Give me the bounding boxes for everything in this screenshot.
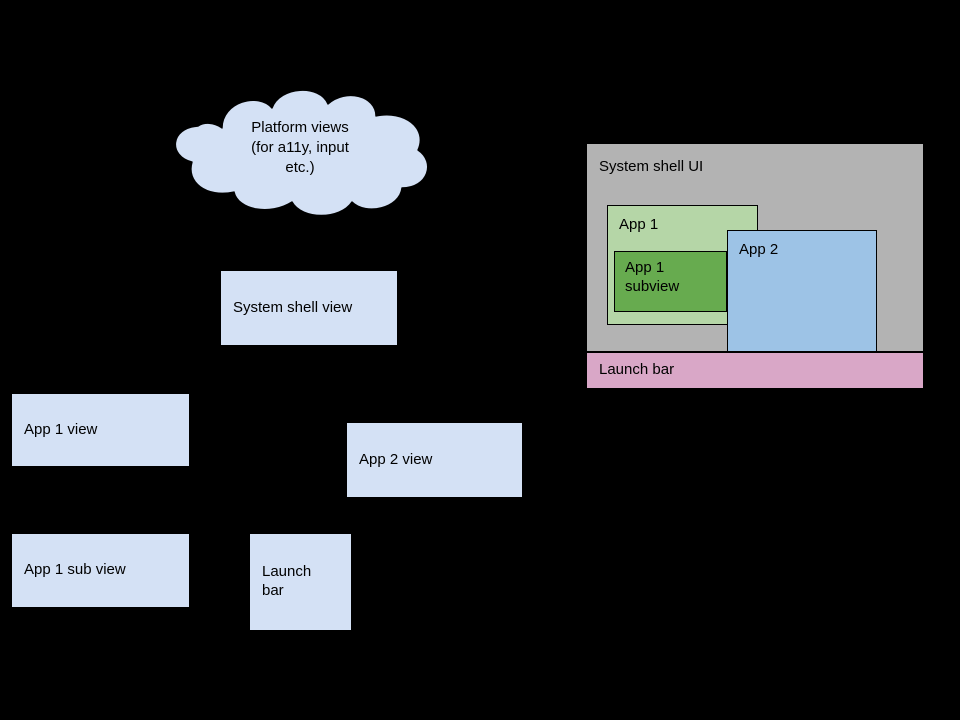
app-1-subview-window[interactable]: App 1 subview [614, 251, 727, 312]
shell-launch-bar-label: Launch bar [599, 361, 675, 379]
launch-bar-view-label: Launch bar [262, 563, 312, 599]
cloud-shape-icon [174, 89, 429, 217]
system-shell-ui-title: System shell UI [599, 158, 704, 175]
app-2-window-label: App 2 [739, 241, 779, 258]
system-shell-view-label: System shell view [233, 298, 353, 316]
system-shell-view-box[interactable]: System shell view [220, 270, 398, 346]
app-2-window[interactable]: App 2 [727, 230, 877, 352]
app-1-sub-view-box[interactable]: App 1 sub view [11, 533, 190, 608]
platform-views-cloud[interactable]: Platform views (for a11y, input etc.) [160, 84, 440, 220]
app-1-view-label: App 1 view [24, 420, 98, 438]
app-1-window-label: App 1 [619, 216, 659, 233]
app-1-subview-window-label: App 1 subview [625, 259, 680, 295]
shell-launch-bar[interactable]: Launch bar [586, 352, 924, 389]
platform-views-cloud-label: Platform views (for a11y, input etc.) [251, 119, 349, 176]
app-2-view-box[interactable]: App 2 view [346, 422, 523, 498]
app-1-view-box[interactable]: App 1 view [11, 393, 190, 467]
launch-bar-view-box[interactable]: Launch bar [249, 533, 352, 631]
app-1-sub-view-label: App 1 sub view [24, 561, 126, 579]
app-2-view-label: App 2 view [359, 450, 433, 468]
